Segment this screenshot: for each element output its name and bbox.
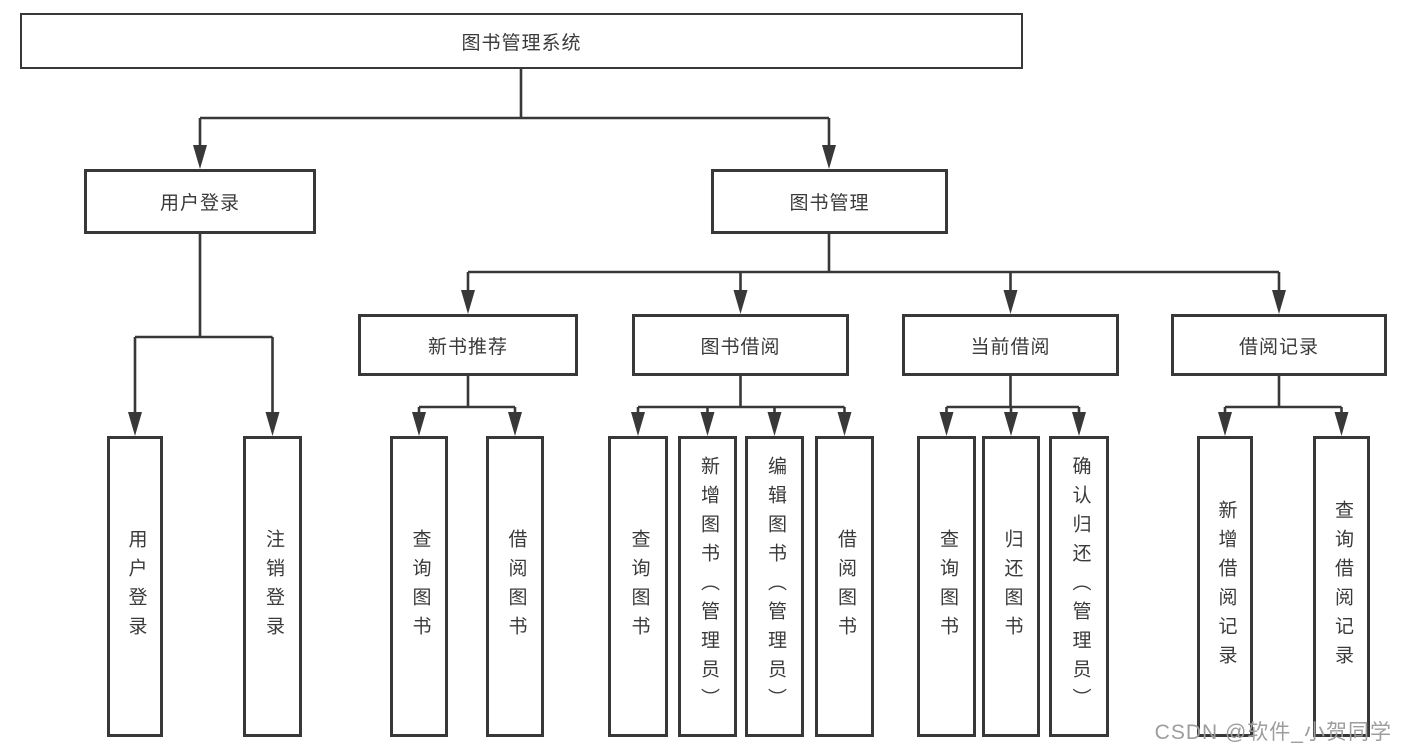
leaf-user-login: 用户登录 bbox=[107, 436, 163, 737]
leaf-borrow-books: 借阅图书 bbox=[815, 436, 874, 737]
leaf-label: 编辑图书（管理员） bbox=[764, 456, 786, 717]
leaf-label: 用户登录 bbox=[125, 528, 147, 645]
arrow-down-icon bbox=[1334, 412, 1349, 436]
arrow-down-icon bbox=[1272, 290, 1286, 314]
connector-borrow-to-leaves bbox=[636, 376, 846, 416]
leaf-label: 借阅图书 bbox=[505, 528, 527, 645]
leaf-query-books-borrow: 查询图书 bbox=[608, 436, 668, 737]
leaf-edit-books-admin: 编辑图书（管理员） bbox=[745, 436, 804, 737]
leaf-add-borrow-record: 新增借阅记录 bbox=[1197, 436, 1253, 737]
leaf-confirm-return-admin: 确认归还（管理员） bbox=[1049, 436, 1109, 737]
connector-records-to-leaves bbox=[1223, 376, 1343, 416]
connector-new-book-to-leaves bbox=[417, 376, 517, 416]
leaf-label: 查询借阅记录 bbox=[1331, 499, 1353, 674]
leaf-query-books-current: 查询图书 bbox=[917, 436, 976, 737]
arrow-down-icon bbox=[128, 412, 142, 436]
leaf-label: 查询图书 bbox=[409, 528, 431, 645]
node-new-book-recommend: 新书推荐 bbox=[358, 314, 578, 376]
leaf-return-books: 归还图书 bbox=[982, 436, 1040, 737]
arrow-down-icon bbox=[193, 145, 207, 169]
leaf-logout: 注销登录 bbox=[243, 436, 302, 737]
arrow-down-icon bbox=[1072, 412, 1086, 436]
leaf-label: 归还图书 bbox=[1001, 528, 1023, 645]
csdn-watermark: CSDN @软件_小贺同学 bbox=[1154, 721, 1392, 744]
arrow-down-icon bbox=[1004, 412, 1018, 436]
leaf-query-borrow-record: 查询借阅记录 bbox=[1313, 436, 1370, 737]
node-book-management-system: 图书管理系统 bbox=[20, 13, 1023, 69]
node-user-login: 用户登录 bbox=[84, 169, 316, 234]
connector-current-to-leaves bbox=[945, 376, 1081, 416]
connector-user-login-to-leaves bbox=[133, 234, 274, 416]
leaf-label: 新增借阅记录 bbox=[1215, 499, 1237, 674]
leaf-label: 查询图书 bbox=[936, 528, 958, 645]
node-current-borrow: 当前借阅 bbox=[902, 314, 1119, 376]
arrow-down-icon bbox=[1218, 412, 1232, 436]
arrow-down-icon bbox=[700, 412, 715, 436]
arrow-down-icon bbox=[265, 412, 280, 436]
arrow-down-icon bbox=[1003, 290, 1018, 314]
node-book-management: 图书管理 bbox=[711, 169, 948, 234]
leaf-query-books-recommend: 查询图书 bbox=[390, 436, 448, 737]
arrow-down-icon bbox=[631, 412, 645, 436]
leaf-label: 注销登录 bbox=[262, 528, 284, 645]
arrow-down-icon bbox=[412, 412, 426, 436]
arrow-down-icon bbox=[837, 412, 852, 436]
leaf-label: 借阅图书 bbox=[834, 528, 856, 645]
leaf-label: 查询图书 bbox=[628, 528, 650, 645]
arrow-down-icon bbox=[939, 412, 954, 436]
arrow-down-icon bbox=[767, 412, 782, 436]
leaf-label: 确认归还（管理员） bbox=[1069, 456, 1091, 717]
arrow-down-icon bbox=[508, 412, 522, 436]
arrow-down-icon bbox=[822, 145, 836, 169]
leaf-label: 新增图书（管理员） bbox=[697, 456, 719, 717]
arrow-down-icon bbox=[733, 290, 748, 314]
node-book-borrow: 图书借阅 bbox=[632, 314, 849, 376]
leaf-borrow-books-recommend: 借阅图书 bbox=[486, 436, 544, 737]
connector-book-mgmt-to-level3 bbox=[466, 234, 1281, 294]
leaf-add-books-admin: 新增图书（管理员） bbox=[678, 436, 737, 737]
connector-root-to-level2 bbox=[198, 68, 831, 149]
node-borrow-records: 借阅记录 bbox=[1171, 314, 1387, 376]
arrow-down-icon bbox=[461, 290, 475, 314]
